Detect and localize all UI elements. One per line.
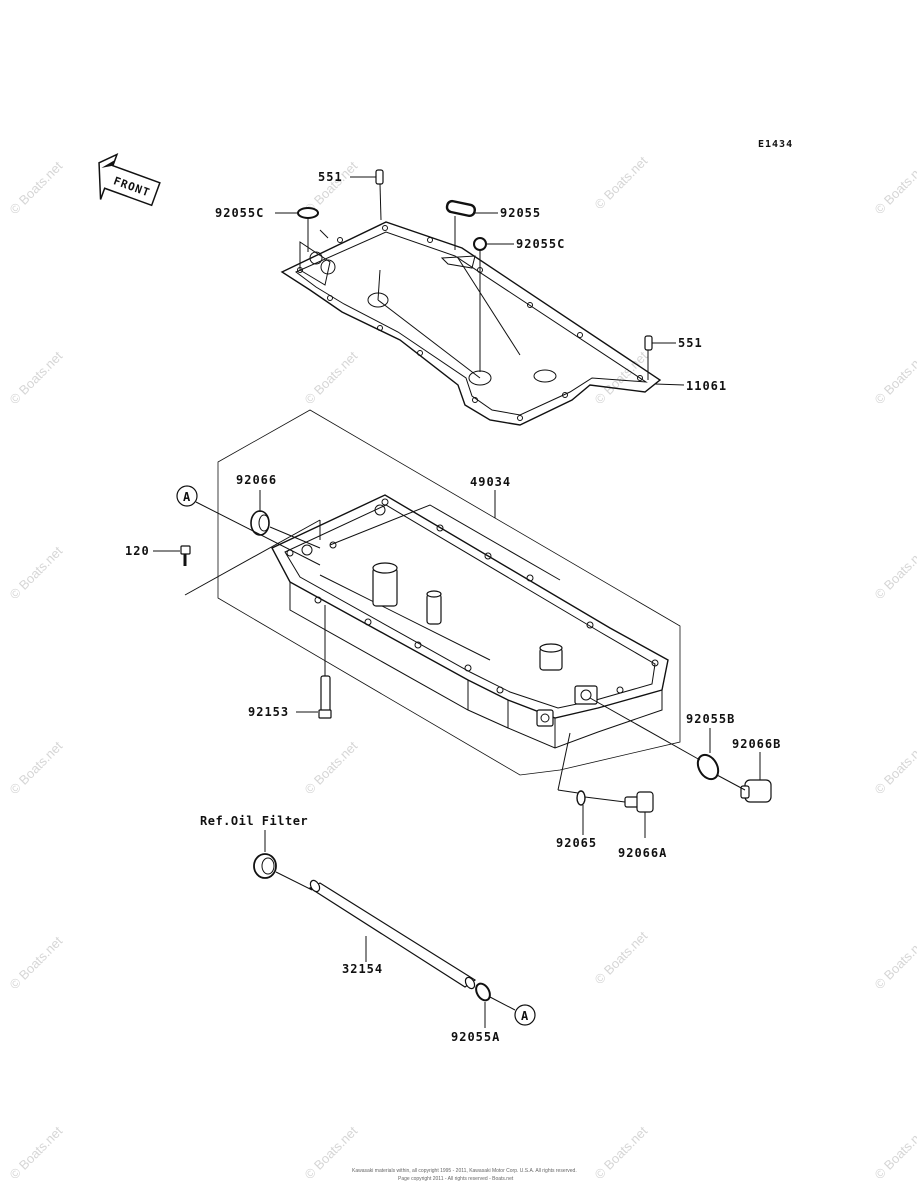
gasket-11061 — [280, 221, 662, 426]
plug-92066b — [716, 752, 772, 803]
watermark: © Boats.net — [302, 738, 361, 797]
bolt-92153 — [296, 605, 332, 719]
watermark: © Boats.net — [872, 543, 917, 602]
diagram-id: E1434 — [758, 139, 793, 150]
watermark: © Boats.net — [592, 928, 651, 987]
label-551-top: 551 — [318, 170, 343, 184]
watermark: © Boats.net — [592, 153, 651, 212]
label-92153: 92153 — [248, 705, 289, 719]
o-ring-92055a — [475, 982, 516, 1028]
reference-marker-a-top: A — [176, 485, 321, 566]
svg-text:A: A — [183, 490, 191, 504]
label-92055c-right: 92055C — [516, 237, 565, 251]
watermark: © Boats.net — [872, 158, 917, 217]
label-49034: 49034 — [470, 475, 511, 489]
label-92055b: 92055B — [686, 712, 735, 726]
label-92055: 92055 — [500, 206, 541, 220]
washer-92065 — [557, 732, 586, 835]
watermark: © Boats.net — [872, 348, 917, 407]
footer-line-2: Page copyright 2011 - All rights reserve… — [398, 1176, 514, 1182]
watermark: © Boats.net — [872, 1123, 917, 1182]
dowel-pin-551-top — [350, 169, 384, 221]
watermark: © Boats.net — [7, 348, 66, 407]
label-92066a: 92066A — [618, 846, 667, 860]
seal-92055 — [445, 199, 498, 250]
watermark: © Boats.net — [7, 158, 66, 217]
plug-92066 — [250, 490, 321, 549]
watermark: © Boats.net — [592, 1123, 651, 1182]
watermark: © Boats.net — [7, 543, 66, 602]
label-ref-oil-filter: Ref.Oil Filter — [200, 814, 308, 828]
label-32154: 32154 — [342, 962, 383, 976]
watermark: © Boats.net — [302, 348, 361, 407]
label-92065: 92065 — [556, 836, 597, 850]
watermark: © Boats.net — [7, 933, 66, 992]
svg-text:A: A — [521, 1009, 529, 1023]
oil-pipe-32154 — [308, 879, 477, 990]
label-92055c-left: 92055C — [215, 206, 264, 220]
label-92066b: 92066B — [732, 737, 781, 751]
label-92055a: 92055A — [451, 1030, 500, 1044]
footer-line-1: Kawasaki materials within, all copyright… — [352, 1168, 577, 1174]
bolt-120 — [153, 519, 321, 596]
watermark: © Boats.net — [872, 933, 917, 992]
watermark: © Boats.net — [592, 348, 651, 407]
plug-92066a — [584, 791, 654, 838]
front-arrow-icon: FRONT — [98, 152, 161, 207]
o-ring-92055b — [589, 697, 720, 781]
watermark: © Boats.net — [872, 738, 917, 797]
watermark: © Boats.net — [7, 1123, 66, 1182]
o-ring-92055c-right — [473, 237, 514, 372]
oil-filter-fitting — [253, 830, 313, 891]
label-92066: 92066 — [236, 473, 277, 487]
label-551-right: 551 — [678, 336, 703, 350]
o-ring-92055c-left — [275, 207, 329, 252]
dowel-pin-551-right — [644, 335, 676, 380]
reference-marker-a-bottom: A — [514, 1004, 536, 1026]
leader-11061 — [654, 383, 685, 386]
watermark: © Boats.net — [7, 738, 66, 797]
label-120: 120 — [125, 544, 150, 558]
oil-pan-49034 — [217, 409, 681, 776]
label-11061: 11061 — [686, 379, 727, 393]
